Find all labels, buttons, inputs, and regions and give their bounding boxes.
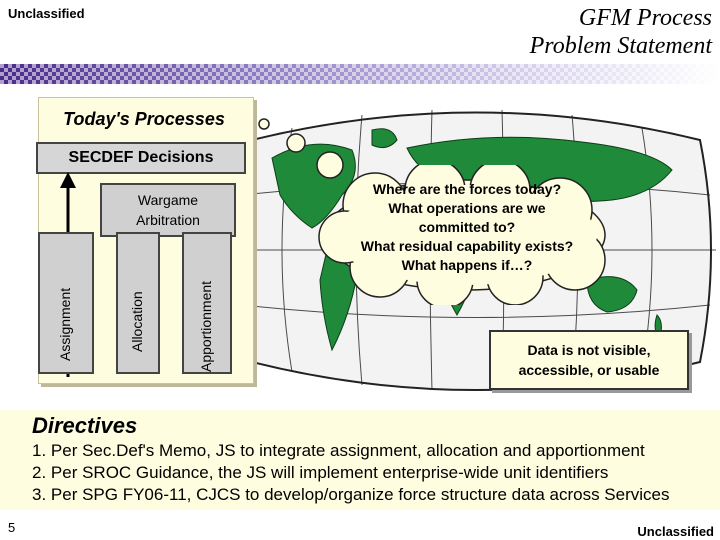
continent-greenland [371,128,398,149]
slide-title-line2: Problem Statement [529,33,712,59]
apportionment-label: Apportionment [198,280,214,372]
question-cloud [318,165,606,305]
directives-list: 1. Per Sec.Def's Memo, JS to integrate a… [32,440,720,506]
cloud-line: What residual capability exists? [360,238,574,254]
callout-line1: Data is not visible, [527,342,651,358]
cloud-line: committed to? [418,219,516,235]
classification-label-bottom: Unclassified [637,524,714,539]
directive-item: 3. Per SPG FY06-11, CJCS to develop/orga… [32,485,670,504]
page-number: 5 [8,520,16,535]
cloud-line: What happens if…? [401,257,533,273]
slide-title: GFM Process Problem Statement [530,4,712,60]
header-gradient-bar [0,64,720,84]
cloud-questions: Where are the forces today? What operati… [322,180,612,275]
assignment-label: Assignment [57,287,73,361]
classification-label-top: Unclassified [8,6,85,21]
processes-panel-title: Today's Processes [63,109,225,129]
allocation-label: Allocation [129,291,145,352]
thought-bubbles [258,118,344,179]
cloud-line: Where are the forces today? [372,181,562,197]
wargame-line2: Arbitration [136,212,200,228]
directives-title: Directives [32,413,138,438]
directive-item: 2. Per SROC Guidance, the JS will implem… [32,463,609,482]
directives-panel [0,410,720,510]
directive-item: 1. Per Sec.Def's Memo, JS to integrate a… [32,441,645,460]
secdef-decisions-box: SECDEF Decisions [36,142,246,174]
slide-title-line1: GFM Process [578,5,712,31]
callout-line2: accessible, or usable [518,362,660,378]
data-visibility-callout: Data is not visible, accessible, or usab… [489,330,689,390]
wargame-line1: Wargame [137,192,199,208]
continent-australia [586,276,638,313]
wargame-arbitration-box: Wargame Arbitration [100,183,236,237]
apportionment-column: Apportionment [182,232,232,374]
allocation-column: Allocation [116,232,160,374]
cloud-line: What operations are we [388,200,546,216]
assignment-column: Assignment [38,232,94,374]
